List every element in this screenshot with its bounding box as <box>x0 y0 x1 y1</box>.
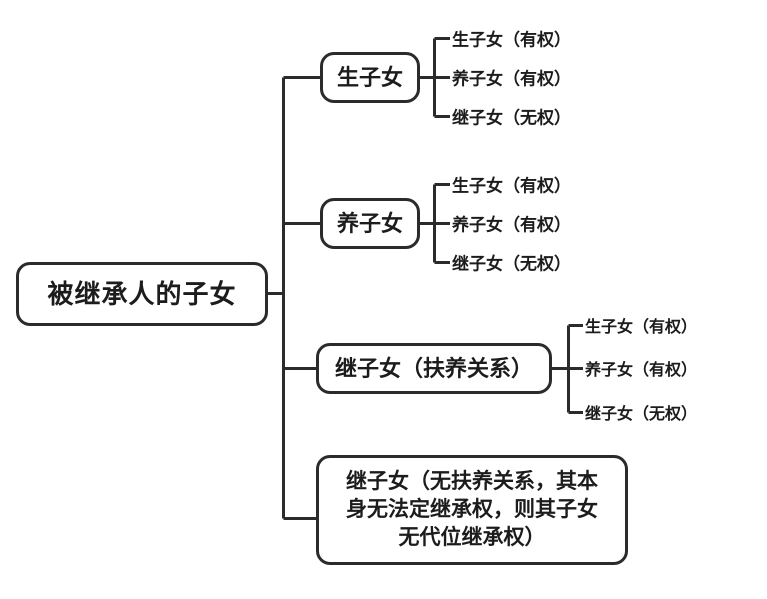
branch-node-3[interactable]: 继子女（扶养关系） <box>316 343 552 394</box>
branch-node-1-label: 生子女 <box>336 64 403 90</box>
branch-node-3-label: 继子女（扶养关系） <box>334 355 533 381</box>
branch-node-2-label: 养子女 <box>336 210 403 236</box>
root-node-label: 被继承人的子女 <box>47 278 237 309</box>
leaf-label: 生子女（有权） <box>452 176 571 196</box>
leaf-label: 养子女（有权） <box>452 69 571 89</box>
branch-node-4[interactable]: 继子女（无扶养关系，其本 身无法定继承权，则其子女 无代位继承权） <box>316 455 628 565</box>
branch-node-4-label: 继子女（无扶养关系，其本 身无法定继承权，则其子女 无代位继承权） <box>346 470 598 549</box>
branch-node-1[interactable]: 生子女 <box>320 52 420 103</box>
leaf-label: 继子女（无权） <box>452 254 571 274</box>
leaf-label: 养子女（有权） <box>585 362 698 379</box>
leaf-label: 生子女（有权） <box>452 30 571 50</box>
leaf-label: 生子女（有权） <box>585 319 698 336</box>
leaf-label: 继子女（无权） <box>585 406 698 423</box>
branch-node-2[interactable]: 养子女 <box>320 198 420 249</box>
leaf-label: 养子女（有权） <box>452 215 571 235</box>
root-node[interactable]: 被继承人的子女 <box>16 262 268 326</box>
leaf-label: 继子女（无权） <box>452 108 571 128</box>
